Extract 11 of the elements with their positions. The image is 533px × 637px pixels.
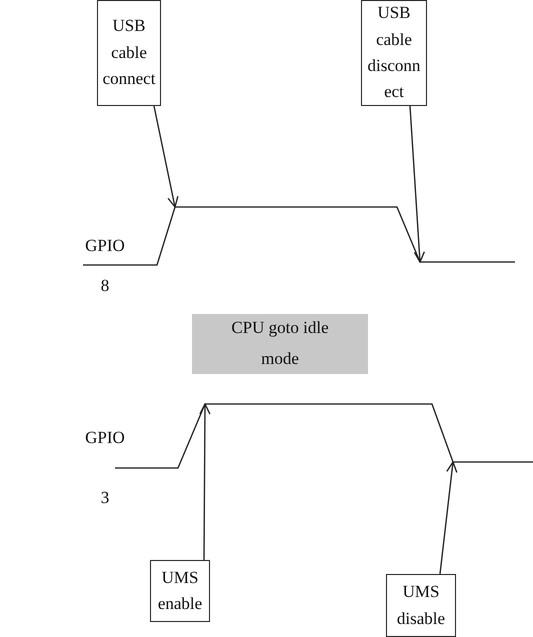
event-box: UMS disable	[386, 574, 456, 637]
event-box: UMS enable	[150, 560, 210, 622]
state-box: CPU goto idle mode	[192, 314, 368, 374]
event-box: USB cable disconnect	[361, 0, 427, 106]
arrow	[439, 461, 458, 574]
event-box: USB cable connect	[97, 0, 161, 106]
arrow	[153, 106, 178, 208]
arrow	[409, 106, 425, 263]
signal-label: GPIO 3	[84, 427, 126, 509]
arrow	[199, 403, 211, 560]
signal-label: GPIO 8	[84, 235, 126, 297]
